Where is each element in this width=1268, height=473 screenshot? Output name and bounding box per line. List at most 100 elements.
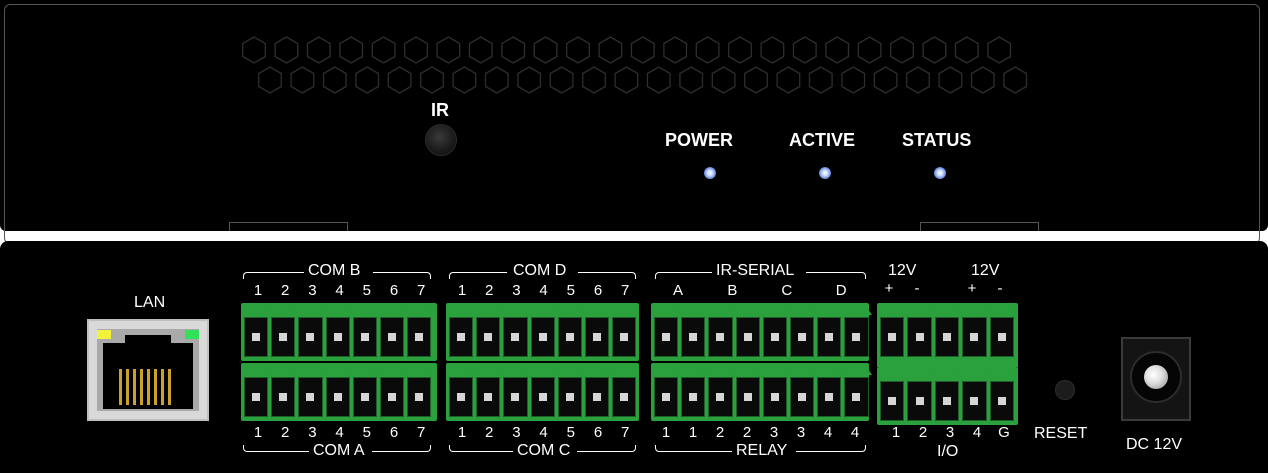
- com-a-terminal-socket[interactable]: [325, 377, 350, 417]
- relay-terminal-socket[interactable]: [790, 377, 815, 417]
- com-b-terminal-socket[interactable]: [325, 317, 350, 357]
- com-b-terminal-socket[interactable]: [271, 317, 296, 357]
- com-d-terminal-socket[interactable]: [557, 317, 582, 357]
- com-d-pin-label: 5: [566, 282, 575, 299]
- com-b-terminal-socket[interactable]: [352, 317, 377, 357]
- reset-button[interactable]: [1055, 380, 1075, 400]
- terminal-release-arrow-icon: [522, 309, 531, 315]
- com-d-terminal-socket[interactable]: [449, 317, 474, 357]
- ir-serial-terminal-socket[interactable]: [844, 317, 869, 357]
- vent-hole: [1003, 66, 1028, 94]
- status-label: STATUS: [902, 130, 972, 150]
- com-c-terminal-socket[interactable]: [476, 377, 501, 417]
- relay-pin-label: 4: [850, 424, 860, 441]
- com-b-terminal-block[interactable]: [241, 303, 437, 361]
- ir-serial-terminal-socket[interactable]: [735, 317, 760, 357]
- com-c-terminal-socket[interactable]: [449, 377, 474, 417]
- terminal-release-arrow-icon: [926, 309, 935, 315]
- com-b-terminal-socket[interactable]: [380, 317, 405, 357]
- com-a-pin-label: 7: [417, 424, 426, 441]
- power-12v-terminal-block[interactable]: [877, 303, 1018, 361]
- com-d-terminal-block[interactable]: [446, 303, 640, 361]
- com-b-bracket-right: [373, 272, 431, 279]
- terminal-release-arrow-icon: [899, 373, 908, 379]
- power-12v-terminal-socket[interactable]: [880, 317, 905, 357]
- io-terminal-socket[interactable]: [934, 381, 960, 421]
- vent-hole: [906, 66, 930, 94]
- io-terminal-socket[interactable]: [880, 381, 905, 421]
- terminal-release-arrow-icon: [468, 369, 477, 375]
- com-c-terminal-socket[interactable]: [503, 377, 528, 417]
- terminal-screw: [565, 333, 574, 341]
- ir-serial-terminal-block[interactable]: [651, 303, 872, 361]
- lan-activity-led: [185, 330, 199, 339]
- power-12v-terminal-socket[interactable]: [962, 317, 987, 357]
- com-c-pin-label: 5: [566, 424, 575, 441]
- com-b-terminal-socket[interactable]: [407, 317, 432, 357]
- com-c-terminal-socket[interactable]: [585, 377, 610, 417]
- terminal-screw: [620, 393, 629, 401]
- com-a-pin-label: 3: [308, 424, 317, 441]
- com-a-terminal-socket[interactable]: [407, 377, 432, 417]
- relay-bracket-right: [796, 445, 866, 452]
- com-b-terminal-socket[interactable]: [244, 317, 269, 357]
- com-a-terminal-socket[interactable]: [380, 377, 405, 417]
- relay-terminal-block[interactable]: [651, 363, 872, 421]
- relay-pin-label: 2: [742, 424, 752, 441]
- com-a-terminal-block[interactable]: [241, 363, 437, 421]
- relay-terminal-socket[interactable]: [735, 377, 760, 417]
- ir-serial-terminal-socket[interactable]: [762, 317, 787, 357]
- io-terminal-socket[interactable]: [989, 381, 1014, 421]
- com-d-terminal-socket[interactable]: [476, 317, 501, 357]
- io-terminal-socket[interactable]: [907, 381, 932, 421]
- com-c-terminal-socket[interactable]: [530, 377, 555, 417]
- com-c-terminal-socket[interactable]: [612, 377, 637, 417]
- com-a-terminal-socket[interactable]: [298, 377, 323, 417]
- io-terminal-block[interactable]: [877, 367, 1018, 425]
- com-d-pin-label: 7: [621, 282, 630, 299]
- vent-hole: [598, 36, 623, 64]
- vent-hole: [663, 36, 688, 64]
- vent-hole: [517, 66, 542, 94]
- dc-power-jack[interactable]: [1121, 337, 1191, 421]
- relay-terminal-socket[interactable]: [681, 377, 706, 417]
- ir-serial-terminal-socket[interactable]: [790, 317, 815, 357]
- terminal-screw: [915, 397, 924, 405]
- vent-hole: [614, 66, 639, 94]
- ir-serial-terminal-socket[interactable]: [681, 317, 706, 357]
- com-d-pin-label: 1: [457, 282, 467, 299]
- vent-hole: [825, 36, 850, 64]
- ir-serial-terminal-socket[interactable]: [654, 317, 679, 357]
- relay-terminal-socket[interactable]: [844, 377, 869, 417]
- com-c-terminal-block[interactable]: [446, 363, 640, 421]
- relay-terminal-socket[interactable]: [708, 377, 733, 417]
- com-a-pin-label: 5: [362, 424, 371, 441]
- terminal-screw: [770, 393, 779, 401]
- power-12v-terminal-socket[interactable]: [907, 317, 932, 357]
- terminal-screw: [770, 333, 779, 341]
- io-pin-label: 3: [945, 424, 955, 441]
- relay-terminal-socket[interactable]: [654, 377, 679, 417]
- com-d-terminal-socket[interactable]: [612, 317, 637, 357]
- power-12v-terminal-socket[interactable]: [934, 317, 960, 357]
- terminal-screw: [593, 393, 602, 401]
- lan-port[interactable]: [87, 319, 209, 421]
- relay-terminal-socket[interactable]: [817, 377, 842, 417]
- com-d-terminal-socket[interactable]: [585, 317, 610, 357]
- lan-port-latch: [125, 335, 171, 345]
- com-a-terminal-socket[interactable]: [352, 377, 377, 417]
- com-a-terminal-socket[interactable]: [244, 377, 269, 417]
- ir-serial-terminal-socket[interactable]: [708, 317, 733, 357]
- ir-serial-terminal-socket[interactable]: [817, 317, 842, 357]
- relay-terminal-socket[interactable]: [762, 377, 787, 417]
- com-c-pin-label: 2: [485, 424, 494, 441]
- power-12v-terminal-socket[interactable]: [989, 317, 1014, 357]
- com-d-terminal-socket[interactable]: [530, 317, 555, 357]
- com-a-terminal-socket[interactable]: [271, 377, 296, 417]
- com-b-terminal-socket[interactable]: [298, 317, 323, 357]
- terminal-release-arrow-icon: [399, 309, 408, 315]
- com-c-terminal-socket[interactable]: [557, 377, 582, 417]
- io-terminal-socket[interactable]: [962, 381, 987, 421]
- terminal-release-arrow-icon: [317, 369, 326, 375]
- com-d-terminal-socket[interactable]: [503, 317, 528, 357]
